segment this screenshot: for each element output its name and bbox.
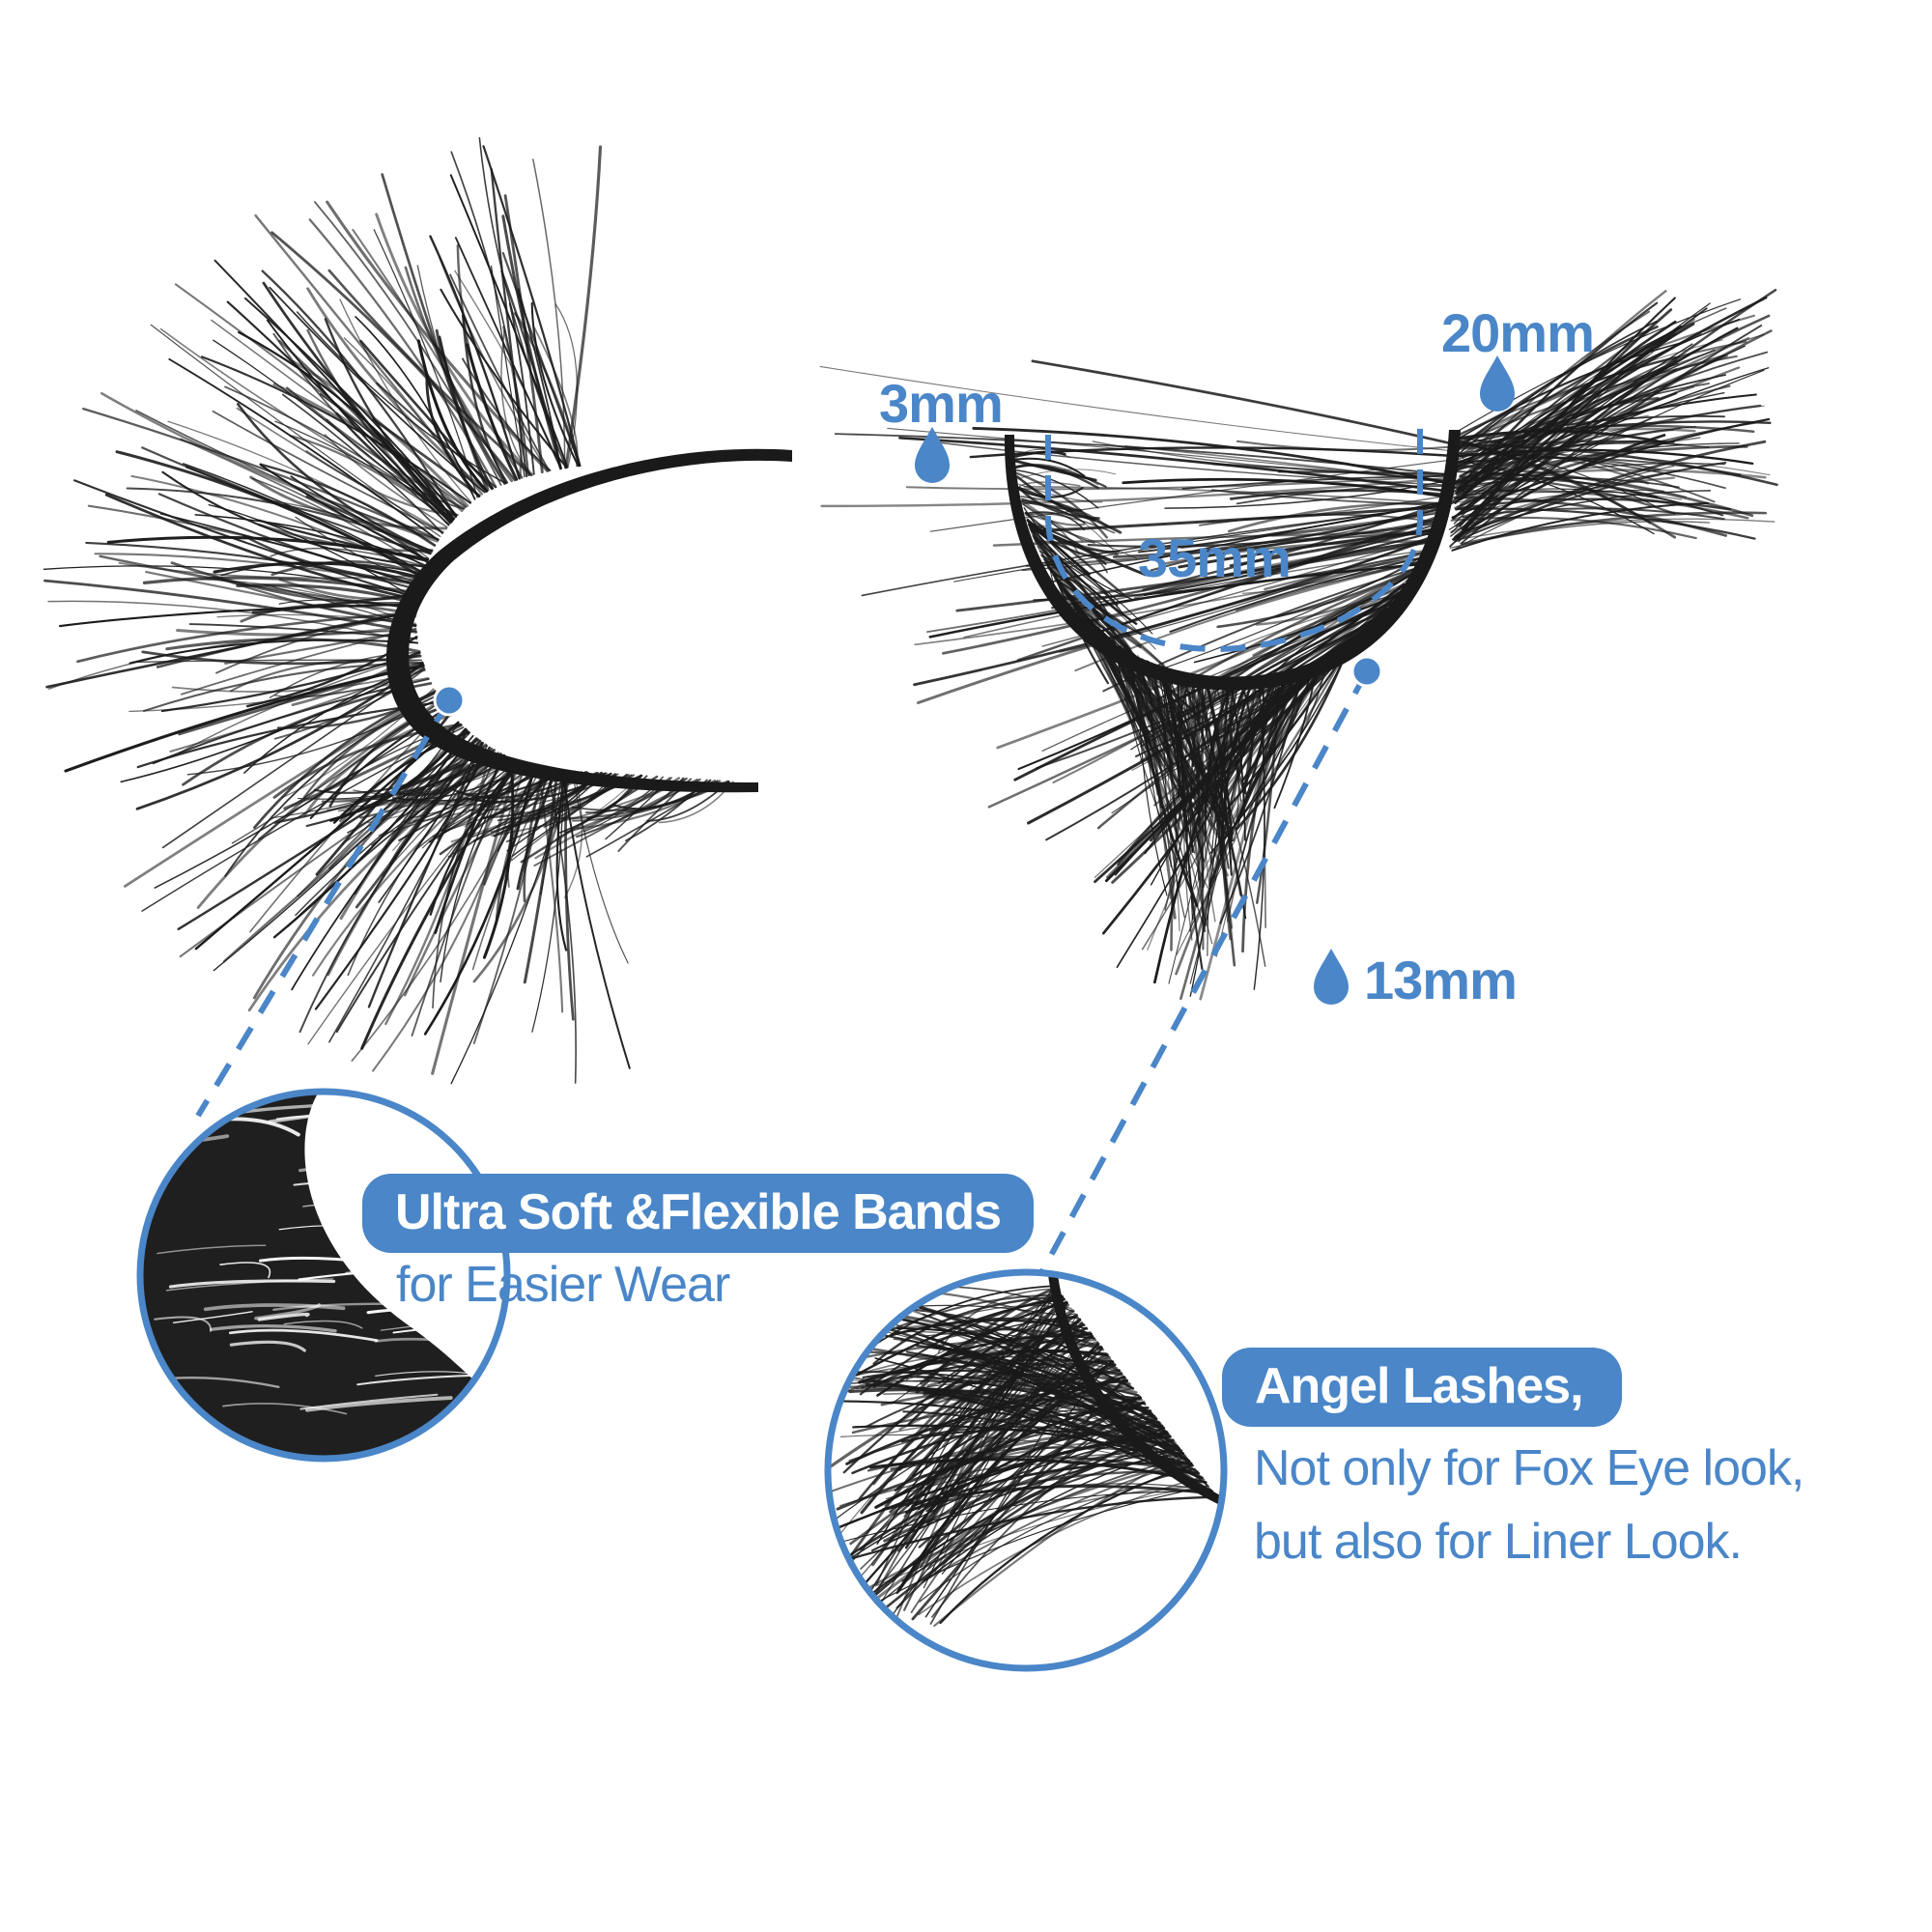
style-zoom-circle xyxy=(824,1268,1228,1672)
band-width-label: 35mm xyxy=(1138,527,1292,588)
style-callout-title: Angel Lashes, xyxy=(1222,1348,1622,1427)
outer-length-label: 20mm xyxy=(1441,302,1595,363)
style-callout-line1: Not only for Fox Eye look, xyxy=(1254,1440,1804,1496)
band-callout-title: Ultra Soft &Flexible Bands xyxy=(362,1174,1034,1253)
drop-icon xyxy=(1314,949,1349,1005)
drop-icon xyxy=(1480,355,1515,412)
band-callout-subtitle: for Easier Wear xyxy=(396,1257,730,1313)
right-lash-image xyxy=(819,288,1778,1001)
drop-icon xyxy=(915,427,950,483)
middle-length-label: 13mm xyxy=(1364,950,1518,1010)
style-callout-line2: but also for Liner Look. xyxy=(1254,1514,1743,1570)
left-lash-image xyxy=(43,136,792,1085)
left-lash-band xyxy=(385,448,792,793)
inner-length-label: 3mm xyxy=(879,373,1004,434)
style-leader-line xyxy=(1038,669,1370,1275)
band-zoom-circle xyxy=(136,1088,511,1463)
band-leader-dot xyxy=(433,684,466,717)
style-leader-dot xyxy=(1350,655,1383,688)
band-leader-line xyxy=(195,698,452,1118)
